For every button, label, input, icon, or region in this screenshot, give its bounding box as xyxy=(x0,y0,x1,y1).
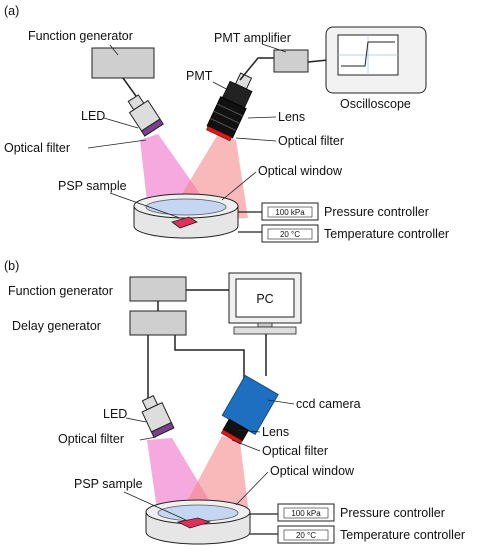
function-generator-box-b xyxy=(129,276,187,302)
led-optical-filter-b xyxy=(150,421,175,439)
panel-b: (b) Function generator Delay generator P… xyxy=(4,259,465,545)
optical-filter-right-pointer-b xyxy=(231,439,261,452)
pressure-display xyxy=(267,206,313,218)
pc-keyboard xyxy=(233,326,297,335)
delay-generator-label: Delay generator xyxy=(12,319,101,333)
function-generator-label: Function generator xyxy=(28,29,133,43)
temperature-value: 20 °C xyxy=(280,230,300,239)
led-optical-filter xyxy=(140,118,164,137)
temperature-display-b xyxy=(283,529,329,541)
temperature-controller-label-b: Temperature controller xyxy=(340,528,465,542)
pressure-controller-label-b: Pressure controller xyxy=(340,506,445,520)
optical-filter-right-label: Optical filter xyxy=(278,134,344,148)
pressure-display-b xyxy=(283,507,329,519)
optical-filter-left-pointer xyxy=(87,139,147,149)
pressure-value: 100 kPa xyxy=(275,208,305,217)
psp-sample-b xyxy=(176,517,212,529)
function-generator-pointer xyxy=(109,44,119,56)
temperature-display xyxy=(267,228,313,240)
psp-sample-label-b: PSP sample xyxy=(74,477,143,491)
pc-stand xyxy=(257,322,273,328)
lens-label: Lens xyxy=(278,110,305,124)
pc-label: PC xyxy=(256,292,273,306)
delay-generator-box xyxy=(129,310,187,336)
pmt-optical-filter xyxy=(206,125,232,142)
function-generator-box xyxy=(91,47,155,79)
optical-window-label: Optical window xyxy=(258,164,343,178)
psp-sample-a xyxy=(171,216,198,229)
amplifier-to-oscilloscope-cable xyxy=(307,59,329,63)
led-label: LED xyxy=(81,109,105,123)
optical-filter-left-label-b: Optical filter xyxy=(58,432,124,446)
led-pointer-b xyxy=(125,417,147,423)
function-generator-label-b: Function generator xyxy=(8,284,113,298)
optical-filter-right-label-b: Optical filter xyxy=(262,444,328,458)
optical-filter-right-pointer xyxy=(235,137,277,142)
oscilloscope-waveform xyxy=(341,41,395,67)
optical-filter-left-label: Optical filter xyxy=(4,141,70,155)
lens-pointer xyxy=(247,116,277,119)
pmt-device xyxy=(206,72,253,142)
optical-window-a xyxy=(145,198,227,216)
ccd-camera xyxy=(220,374,279,445)
pressure-controller-label: Pressure controller xyxy=(324,205,429,219)
pmt-to-amplifier-cable xyxy=(239,57,274,81)
temperature-controller-label: Temperature controller xyxy=(324,227,449,241)
pmt-label: PMT xyxy=(186,69,213,83)
psp-sample-pointer xyxy=(109,192,181,219)
psp-sample-pointer-b xyxy=(123,491,187,521)
panel-a-tag: (a) xyxy=(4,4,19,18)
psp-sample-label: PSP sample xyxy=(58,179,127,193)
oscilloscope-label: Oscilloscope xyxy=(340,97,411,111)
lens-pointer-b xyxy=(237,429,261,433)
pc-screen xyxy=(235,278,295,318)
ccd-camera-label: ccd camera xyxy=(296,397,361,411)
pmt-pointer xyxy=(212,81,233,93)
optical-filter-left-pointer-b xyxy=(139,436,157,441)
pmt-amplifier-pointer xyxy=(261,43,287,53)
led-label-b: LED xyxy=(103,407,127,421)
temperature-value-b: 20 °C xyxy=(296,531,316,540)
led-device xyxy=(127,94,164,137)
optical-window-pointer-b xyxy=(235,471,269,506)
pmt-amplifier-label: PMT amplifier xyxy=(214,31,291,45)
pressure-value-b: 100 kPa xyxy=(291,509,321,518)
optical-window-label-b: Optical window xyxy=(270,464,355,478)
lens-label-b: Lens xyxy=(262,425,289,439)
led-device-b xyxy=(141,395,175,439)
ccd-camera-pointer xyxy=(267,399,295,405)
optical-window-pointer xyxy=(221,171,257,201)
delay-to-camera-cable xyxy=(174,335,245,380)
pmt-amplifier-box xyxy=(273,49,309,73)
panel-b-tag: (b) xyxy=(4,259,19,273)
led-pointer xyxy=(103,117,139,129)
panel-a: (a) Function generator LED Optical filte… xyxy=(4,4,449,243)
camera-optical-filter xyxy=(220,429,243,445)
